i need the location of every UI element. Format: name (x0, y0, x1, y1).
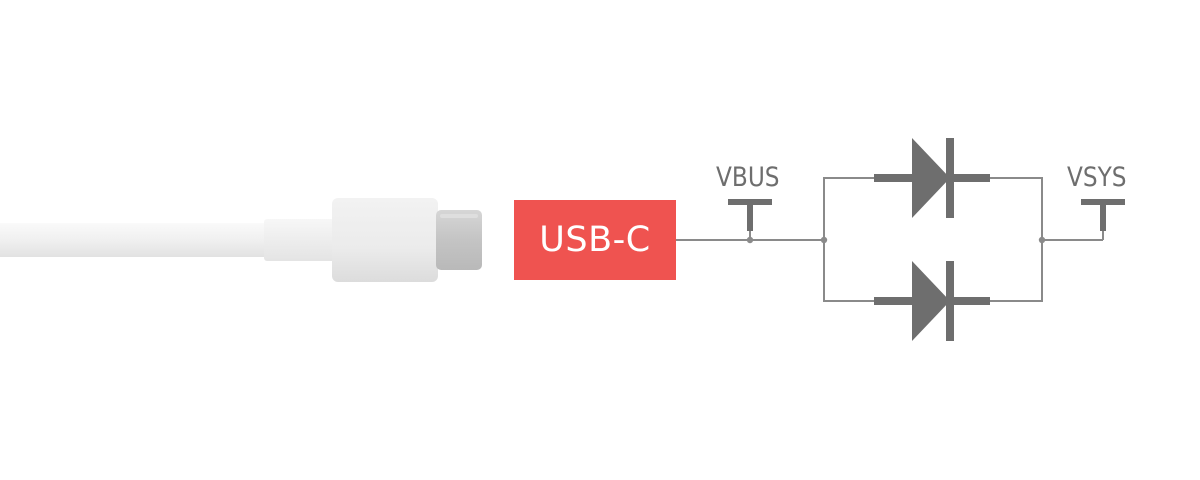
plug-housing (332, 198, 438, 282)
power-port-icon (1081, 199, 1125, 231)
plug-tip-highlight (440, 214, 478, 218)
usb-c-label: USB-C (539, 220, 651, 260)
plug-tip (436, 210, 482, 270)
diode-icon (874, 138, 990, 218)
wire-left-rail (823, 177, 874, 302)
cable-strain-relief (264, 219, 336, 261)
power-port-icon (728, 199, 772, 231)
diode-icon (874, 261, 990, 341)
junction-split (820, 236, 828, 244)
usb-c-connector-box (514, 200, 676, 280)
usb-c-cable-icon (0, 198, 482, 282)
junctions (746, 236, 1046, 244)
cable-wire (0, 223, 270, 257)
vbus-label: VBUS (716, 162, 780, 193)
vsys-label: VSYS (1067, 162, 1127, 193)
wire-right-rail (990, 177, 1043, 302)
junction-merge (1038, 236, 1046, 244)
junction-vbus (746, 236, 754, 244)
